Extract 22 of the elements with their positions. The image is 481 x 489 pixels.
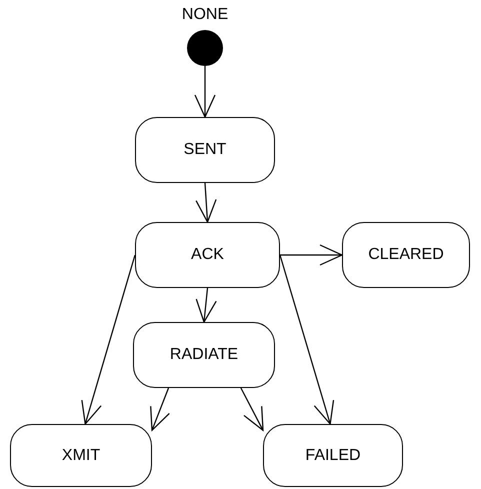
transition-arrow — [196, 182, 217, 223]
state-box — [10, 424, 152, 487]
transition-arrow — [81, 254, 136, 425]
initial-state-dot — [187, 30, 223, 66]
state-label: XMIT — [62, 446, 100, 464]
transition-arrow — [240, 388, 264, 431]
state-box — [135, 222, 280, 288]
state-label: CLEARED — [368, 246, 444, 264]
transition-arrow — [279, 254, 334, 425]
state-box — [133, 322, 275, 388]
state-name: NONE — [182, 6, 228, 24]
state-label: FAILED — [305, 446, 361, 464]
state-box — [263, 424, 403, 487]
state-label: RADIATE — [170, 346, 238, 364]
state-box — [135, 117, 275, 183]
transition-arrow — [196, 288, 217, 323]
transition-arrow — [280, 244, 343, 266]
state-label: ACK — [191, 246, 224, 264]
transition-arrow — [194, 66, 216, 118]
transition-arrow — [150, 388, 170, 431]
state-box — [342, 222, 470, 288]
state-label: SENT — [184, 141, 226, 159]
